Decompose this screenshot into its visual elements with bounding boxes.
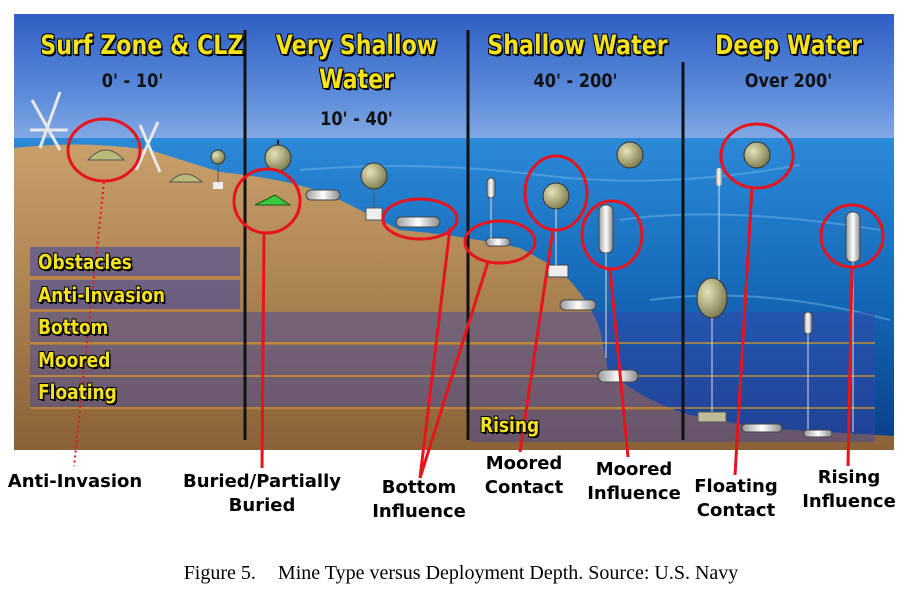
band-label-rising: Rising <box>480 413 540 437</box>
callout-circle-buried <box>232 167 302 235</box>
zone-depth-deep: Over 200' <box>744 70 833 92</box>
callout-label-buried: Buried/Partially Buried <box>183 471 341 516</box>
hedgehog-obstacle-icon <box>30 91 162 173</box>
band-anti-invasion <box>30 280 240 310</box>
moored-influence-mine-icon <box>598 204 614 358</box>
callout-line-bottom-influence <box>418 261 490 479</box>
zone-depth-shallow: 40' - 200' <box>533 70 618 92</box>
buried-mine-icon <box>254 194 292 206</box>
callout-line-buried <box>260 232 266 469</box>
bottom-influence-mine-icon <box>741 423 783 433</box>
rising-mine-icon <box>803 311 813 335</box>
band-label-floating: Floating <box>38 380 117 404</box>
zone-depth-surf: 0' - 10' <box>101 70 164 92</box>
bottom-influence-mine-icon <box>305 189 341 201</box>
figure-caption: Figure 5. Mine Type versus Deployment Dep… <box>0 562 922 585</box>
callout-label-anti-invasion: Anti-Invasion <box>7 471 143 492</box>
callout-line-rising-influence <box>846 266 854 467</box>
band-label-obstacles: Obstacles <box>38 250 132 274</box>
sky-background <box>14 14 894 154</box>
zone-title-deep: Deep Water <box>714 30 863 61</box>
rising-mine-icon <box>716 168 722 186</box>
floating-contact-mine-icon <box>743 141 771 169</box>
bottom-influence-mine-icon <box>559 299 597 311</box>
callout-circle-bottom-influence <box>463 219 537 265</box>
callout-circle-moored-influence <box>580 199 644 271</box>
moored-mine-icon <box>360 162 388 221</box>
anti-invasion-mine-icon <box>168 173 204 183</box>
bottom-influence-mine-icon <box>597 369 639 383</box>
moored-mine-icon <box>616 141 644 169</box>
zone-depth-vsw: 10' - 40' <box>320 108 393 130</box>
moored-mine-icon <box>264 140 292 172</box>
band-obstacles <box>30 247 240 277</box>
zone-title-surf: Surf Zone & CLZ <box>40 30 244 61</box>
band-floating <box>30 377 875 407</box>
bottom-influence-mine-icon <box>395 216 441 228</box>
band-label-anti-invasion: Anti-Invasion <box>38 283 165 307</box>
band-label-moored: Moored <box>38 348 111 372</box>
anti-invasion-mine-icon <box>86 149 126 161</box>
callout-line-moored-contact <box>518 229 555 453</box>
callout-circle-floating-contact <box>719 122 795 190</box>
zone-title-vsw: Very Shallow <box>275 30 438 61</box>
zone-title-vsw-line2: Water <box>318 64 395 95</box>
callout-circle-moored-contact <box>523 154 589 232</box>
band-label-bottom: Bottom <box>38 315 109 339</box>
callout-line-moored-influence <box>608 268 630 458</box>
callout-circle-bottom-influence <box>381 197 459 241</box>
bottom-influence-mine-icon <box>485 237 511 247</box>
callout-label-moored-influence: Moored Influence <box>587 459 681 504</box>
band-bottom <box>30 312 875 342</box>
rising-mine-icon <box>486 177 496 199</box>
callout-label-floating-contact: Floating Contact <box>694 476 778 521</box>
bottom-influence-mine-icon <box>547 264 569 278</box>
shallow-contact-mine-icon <box>210 149 226 189</box>
callout-line-bottom-influence <box>418 227 452 479</box>
zone-title-shallow: Shallow Water <box>487 30 668 61</box>
figure-caption-text: Mine Type versus Deployment Depth. Sourc… <box>277 562 739 584</box>
bottom-influence-mine-icon <box>803 429 833 438</box>
moored-contact-mine-icon <box>542 182 570 265</box>
callout-circle-anti-invasion <box>66 117 142 183</box>
callout-label-moored-contact: Moored Contact <box>484 453 564 498</box>
callout-label-rising-influence: Rising Influence <box>802 467 896 512</box>
callout-line-floating-contact <box>733 187 754 476</box>
figure-number: Figure 5. <box>183 562 256 584</box>
moored-influence-mine-icon <box>696 277 728 423</box>
seabed <box>14 144 894 450</box>
callout-label-bottom-influence: Bottom Influence <box>372 477 466 522</box>
